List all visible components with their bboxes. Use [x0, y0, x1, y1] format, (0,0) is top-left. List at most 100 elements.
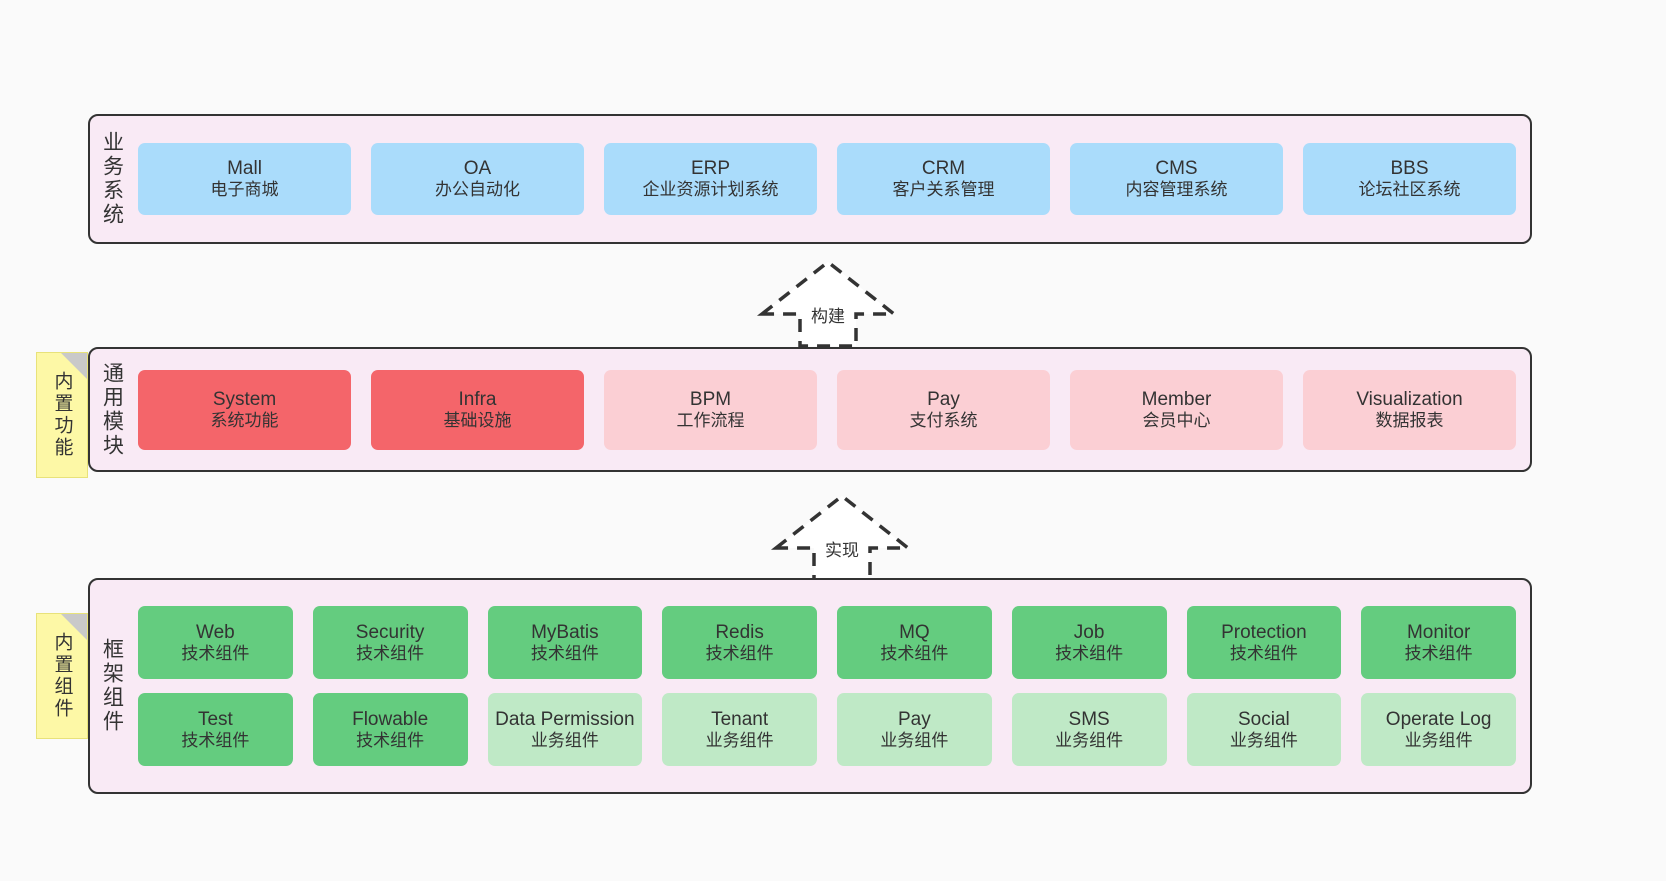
sticky-note-builtin-function: 内置功能 — [36, 352, 88, 478]
node-row: Mall 电子商城 OA 办公自动化 ERP 企业资源计划系统 CRM 客户关系… — [138, 143, 1516, 215]
node-label-cn: 会员中心 — [1142, 410, 1211, 430]
node-monitor[interactable]: Monitor 技术组件 — [1361, 606, 1516, 679]
node-bbs[interactable]: BBS 论坛社区系统 — [1303, 143, 1516, 215]
node-row: System 系统功能 Infra 基础设施 BPM 工作流程 Pay 支付系统… — [138, 369, 1516, 450]
node-label-en: OA — [463, 158, 492, 180]
node-label-cn: 系统功能 — [210, 410, 279, 430]
node-row: Test 技术组件 Flowable 技术组件 Data Permission … — [138, 693, 1516, 766]
node-mybatis[interactable]: MyBatis 技术组件 — [487, 606, 643, 679]
sticky-fold-corner-icon — [61, 353, 87, 379]
node-crm[interactable]: CRM 客户关系管理 — [837, 143, 1050, 215]
node-label-cn: 业务组件 — [1055, 730, 1124, 750]
node-label-en: BBS — [1390, 158, 1429, 180]
section-common-module: 通用模块 System 系统功能 Infra 基础设施 BPM 工作流程 Pay… — [88, 347, 1532, 472]
node-label-cn: 内容管理系统 — [1125, 180, 1228, 200]
node-label-cn: 客户关系管理 — [892, 180, 995, 200]
arrow-build: 构建 — [756, 258, 900, 348]
node-oa[interactable]: OA 办公自动化 — [371, 143, 584, 215]
node-test[interactable]: Test 技术组件 — [138, 693, 293, 766]
node-system[interactable]: System 系统功能 — [138, 369, 351, 450]
node-label-cn: 技术组件 — [880, 643, 949, 663]
arrow-build-label: 构建 — [811, 307, 845, 326]
node-pay-module[interactable]: Pay 支付系统 — [837, 369, 1050, 450]
node-label-en: Flowable — [352, 708, 429, 730]
node-label-en: SMS — [1068, 708, 1110, 730]
node-label-cn: 办公自动化 — [435, 180, 520, 200]
node-label-en: Member — [1141, 388, 1212, 410]
node-label-en: Pay — [898, 708, 931, 730]
node-label-cn: 技术组件 — [1404, 643, 1473, 663]
node-label-en: Protection — [1221, 621, 1307, 643]
node-label-cn: 业务组件 — [1229, 730, 1298, 750]
node-label-en: MyBatis — [531, 621, 599, 643]
section-body-framework-component: Web 技术组件 Security 技术组件 MyBatis 技术组件 Redi… — [134, 580, 1530, 792]
node-label-cn: 技术组件 — [1229, 643, 1298, 663]
sticky-note-builtin-component: 内置组件 — [36, 613, 88, 739]
section-body-common-module: System 系统功能 Infra 基础设施 BPM 工作流程 Pay 支付系统… — [134, 349, 1530, 470]
node-label-cn: 业务组件 — [880, 730, 949, 750]
node-label-en: Redis — [715, 621, 764, 643]
node-label-en: Tenant — [711, 708, 769, 730]
node-label-en: CRM — [921, 158, 966, 180]
node-redis[interactable]: Redis 技术组件 — [662, 606, 817, 679]
node-label-cn: 技术组件 — [530, 643, 599, 663]
node-label-en: Job — [1073, 621, 1105, 643]
node-protection[interactable]: Protection 技术组件 — [1186, 606, 1342, 679]
section-framework-component: 框架组件 Web 技术组件 Security 技术组件 MyBatis 技术组件… — [88, 578, 1532, 794]
node-social[interactable]: Social 业务组件 — [1186, 693, 1342, 766]
node-label-en: Social — [1238, 708, 1290, 730]
node-label-en: Infra — [458, 388, 497, 410]
node-infra[interactable]: Infra 基础设施 — [371, 369, 584, 450]
node-label-en: Security — [355, 621, 425, 643]
node-label-cn: 技术组件 — [181, 643, 250, 663]
node-label-en: System — [212, 388, 277, 410]
node-label-cn: 支付系统 — [909, 410, 978, 430]
arrow-implement: 实现 — [770, 492, 914, 582]
node-security[interactable]: Security 技术组件 — [312, 606, 468, 679]
node-operate-log[interactable]: Operate Log 业务组件 — [1361, 693, 1516, 766]
sticky-note-label: 内置功能 — [51, 371, 73, 459]
node-label-cn: 电子商城 — [210, 180, 279, 200]
node-label-cn: 技术组件 — [1055, 643, 1124, 663]
node-label-cn: 基础设施 — [443, 410, 512, 430]
section-body-business-system: Mall 电子商城 OA 办公自动化 ERP 企业资源计划系统 CRM 客户关系… — [134, 116, 1530, 242]
node-bpm[interactable]: BPM 工作流程 — [604, 369, 817, 450]
node-label-cn: 工作流程 — [676, 410, 745, 430]
node-label-en: BPM — [689, 388, 732, 410]
node-label-cn: 企业资源计划系统 — [642, 180, 779, 200]
node-mq[interactable]: MQ 技术组件 — [837, 606, 992, 679]
node-label-cn: 论坛社区系统 — [1358, 180, 1461, 200]
node-label-cn: 技术组件 — [356, 643, 425, 663]
node-label-en: ERP — [690, 158, 731, 180]
node-job[interactable]: Job 技术组件 — [1011, 606, 1167, 679]
node-label-en: Data Permission — [495, 708, 635, 730]
section-title-framework-component: 框架组件 — [100, 638, 124, 734]
node-mall[interactable]: Mall 电子商城 — [138, 143, 351, 215]
section-business-system: 业务系统 Mall 电子商城 OA 办公自动化 ERP 企业资源计划系统 CRM… — [88, 114, 1532, 244]
node-label-cn: 业务组件 — [1404, 730, 1473, 750]
node-pay-component[interactable]: Pay 业务组件 — [837, 693, 992, 766]
node-label-en: Test — [197, 708, 233, 730]
node-visualization[interactable]: Visualization 数据报表 — [1303, 369, 1516, 450]
node-erp[interactable]: ERP 企业资源计划系统 — [604, 143, 817, 215]
node-flowable[interactable]: Flowable 技术组件 — [312, 693, 468, 766]
sticky-note-label: 内置组件 — [51, 632, 73, 720]
node-label-cn: 技术组件 — [181, 730, 250, 750]
node-sms[interactable]: SMS 业务组件 — [1011, 693, 1167, 766]
node-label-cn: 技术组件 — [356, 730, 425, 750]
node-web[interactable]: Web 技术组件 — [138, 606, 293, 679]
node-label-cn: 业务组件 — [705, 730, 774, 750]
node-label-en: Pay — [927, 388, 960, 410]
node-tenant[interactable]: Tenant 业务组件 — [662, 693, 817, 766]
node-data-permission[interactable]: Data Permission 业务组件 — [487, 693, 643, 766]
node-label-cn: 数据报表 — [1375, 410, 1444, 430]
node-label-cn: 业务组件 — [530, 730, 599, 750]
node-cms[interactable]: CMS 内容管理系统 — [1070, 143, 1283, 215]
node-label-en: Visualization — [1356, 388, 1463, 410]
node-label-en: Monitor — [1406, 621, 1471, 643]
sticky-fold-corner-icon — [61, 614, 87, 640]
node-label-en: Operate Log — [1385, 708, 1492, 730]
node-label-cn: 技术组件 — [705, 643, 774, 663]
section-title-common-module: 通用模块 — [100, 361, 124, 458]
node-member[interactable]: Member 会员中心 — [1070, 369, 1283, 450]
